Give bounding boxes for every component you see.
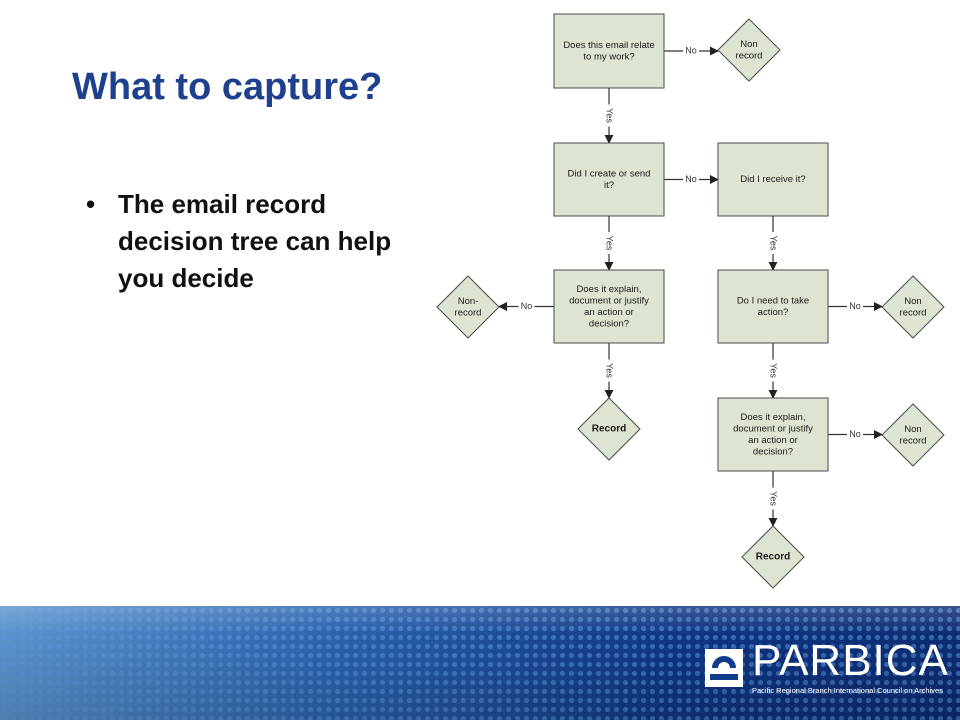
flow-edge-q3-q5: Yes [767,216,779,271]
decision-box [553,13,665,89]
parbica-logo-icon [705,649,743,687]
edge-label: Yes [605,236,615,251]
footer-banner: PARBICA Pacific Regional Branch Internat… [0,606,960,720]
node-label: to my work? [583,51,634,62]
decision-box [553,142,665,217]
outcome-diamond [436,275,500,339]
node-label: Non [904,424,921,435]
edge-label: Yes [605,108,615,123]
node-label: Does it explain, [577,284,642,295]
flow-node-r1: Record [577,397,641,461]
edge-label: Yes [769,363,779,378]
flow-edge-q6-n4: No [828,428,883,441]
outcome-diamond [881,275,945,339]
node-label: it? [604,180,614,191]
decision-box [553,269,665,344]
flow-edge-q1-q2: Yes [603,88,615,144]
logo-tagline: Pacific Regional Branch International Co… [752,686,943,695]
edge-label: No [849,429,861,439]
node-label: decision? [753,446,793,457]
node-label: record [900,307,927,318]
node-label: Does this email relate [563,40,654,51]
node-label: record [736,50,763,61]
node-label: action? [758,307,789,318]
outcome-diamond [577,397,641,461]
edge-label: No [685,45,697,55]
flow-node-n2: Non-record [436,275,500,339]
node-label: Record [756,552,790,563]
flow-edge-q5-q6: Yes [767,343,779,399]
node-label: an action or [748,435,798,446]
node-label: document or justify [569,295,649,306]
node-label: Non [740,39,757,50]
node-label: Did I create or send [568,168,651,179]
flow-edge-q2-q4: Yes [603,216,615,271]
outcome-diamond [881,403,945,467]
node-label: document or justify [733,423,813,434]
node-label: decision? [589,318,629,329]
edge-label: No [685,174,697,184]
node-label: Does it explain, [741,412,806,423]
decision-box [717,142,829,217]
edge-label: Yes [605,363,615,378]
flow-edge-q6-r2: Yes [767,471,779,527]
edge-label: No [521,301,533,311]
logo-wordmark: PARBICA [752,636,949,685]
node-label: Non [904,296,921,307]
decision-box [717,269,829,344]
flow-edge-q1-n1: No [664,45,719,57]
node-label: Record [592,424,626,435]
outcome-diamond [741,525,805,589]
flow-node-q3: Did I receive it? [717,142,829,217]
edge-label: Yes [769,491,779,506]
edge-label: Yes [769,236,779,251]
bullet-list: The email record decision tree can help … [80,186,420,297]
node-label: Do I need to take [737,295,809,306]
node-label: record [455,307,482,318]
flow-node-r2: Record [741,525,805,589]
decision-box [717,397,829,472]
slide-title: What to capture? [72,66,383,108]
node-label: an action or [584,307,634,318]
outcome-diamond [717,18,781,82]
node-label: record [900,435,927,446]
flow-edge-q4-r1: Yes [603,343,615,399]
flow-edge-q4-n2: No [498,300,554,313]
bullet-item: The email record decision tree can help … [80,186,420,297]
flow-edge-q2-q3: No [664,173,719,186]
parbica-logo: PARBICA Pacific Regional Branch Internat… [704,636,948,702]
node-label: Non- [458,296,479,307]
edge-label: No [849,301,861,311]
flow-edge-q5-n3: No [828,300,883,313]
node-label: Did I receive it? [740,174,805,185]
